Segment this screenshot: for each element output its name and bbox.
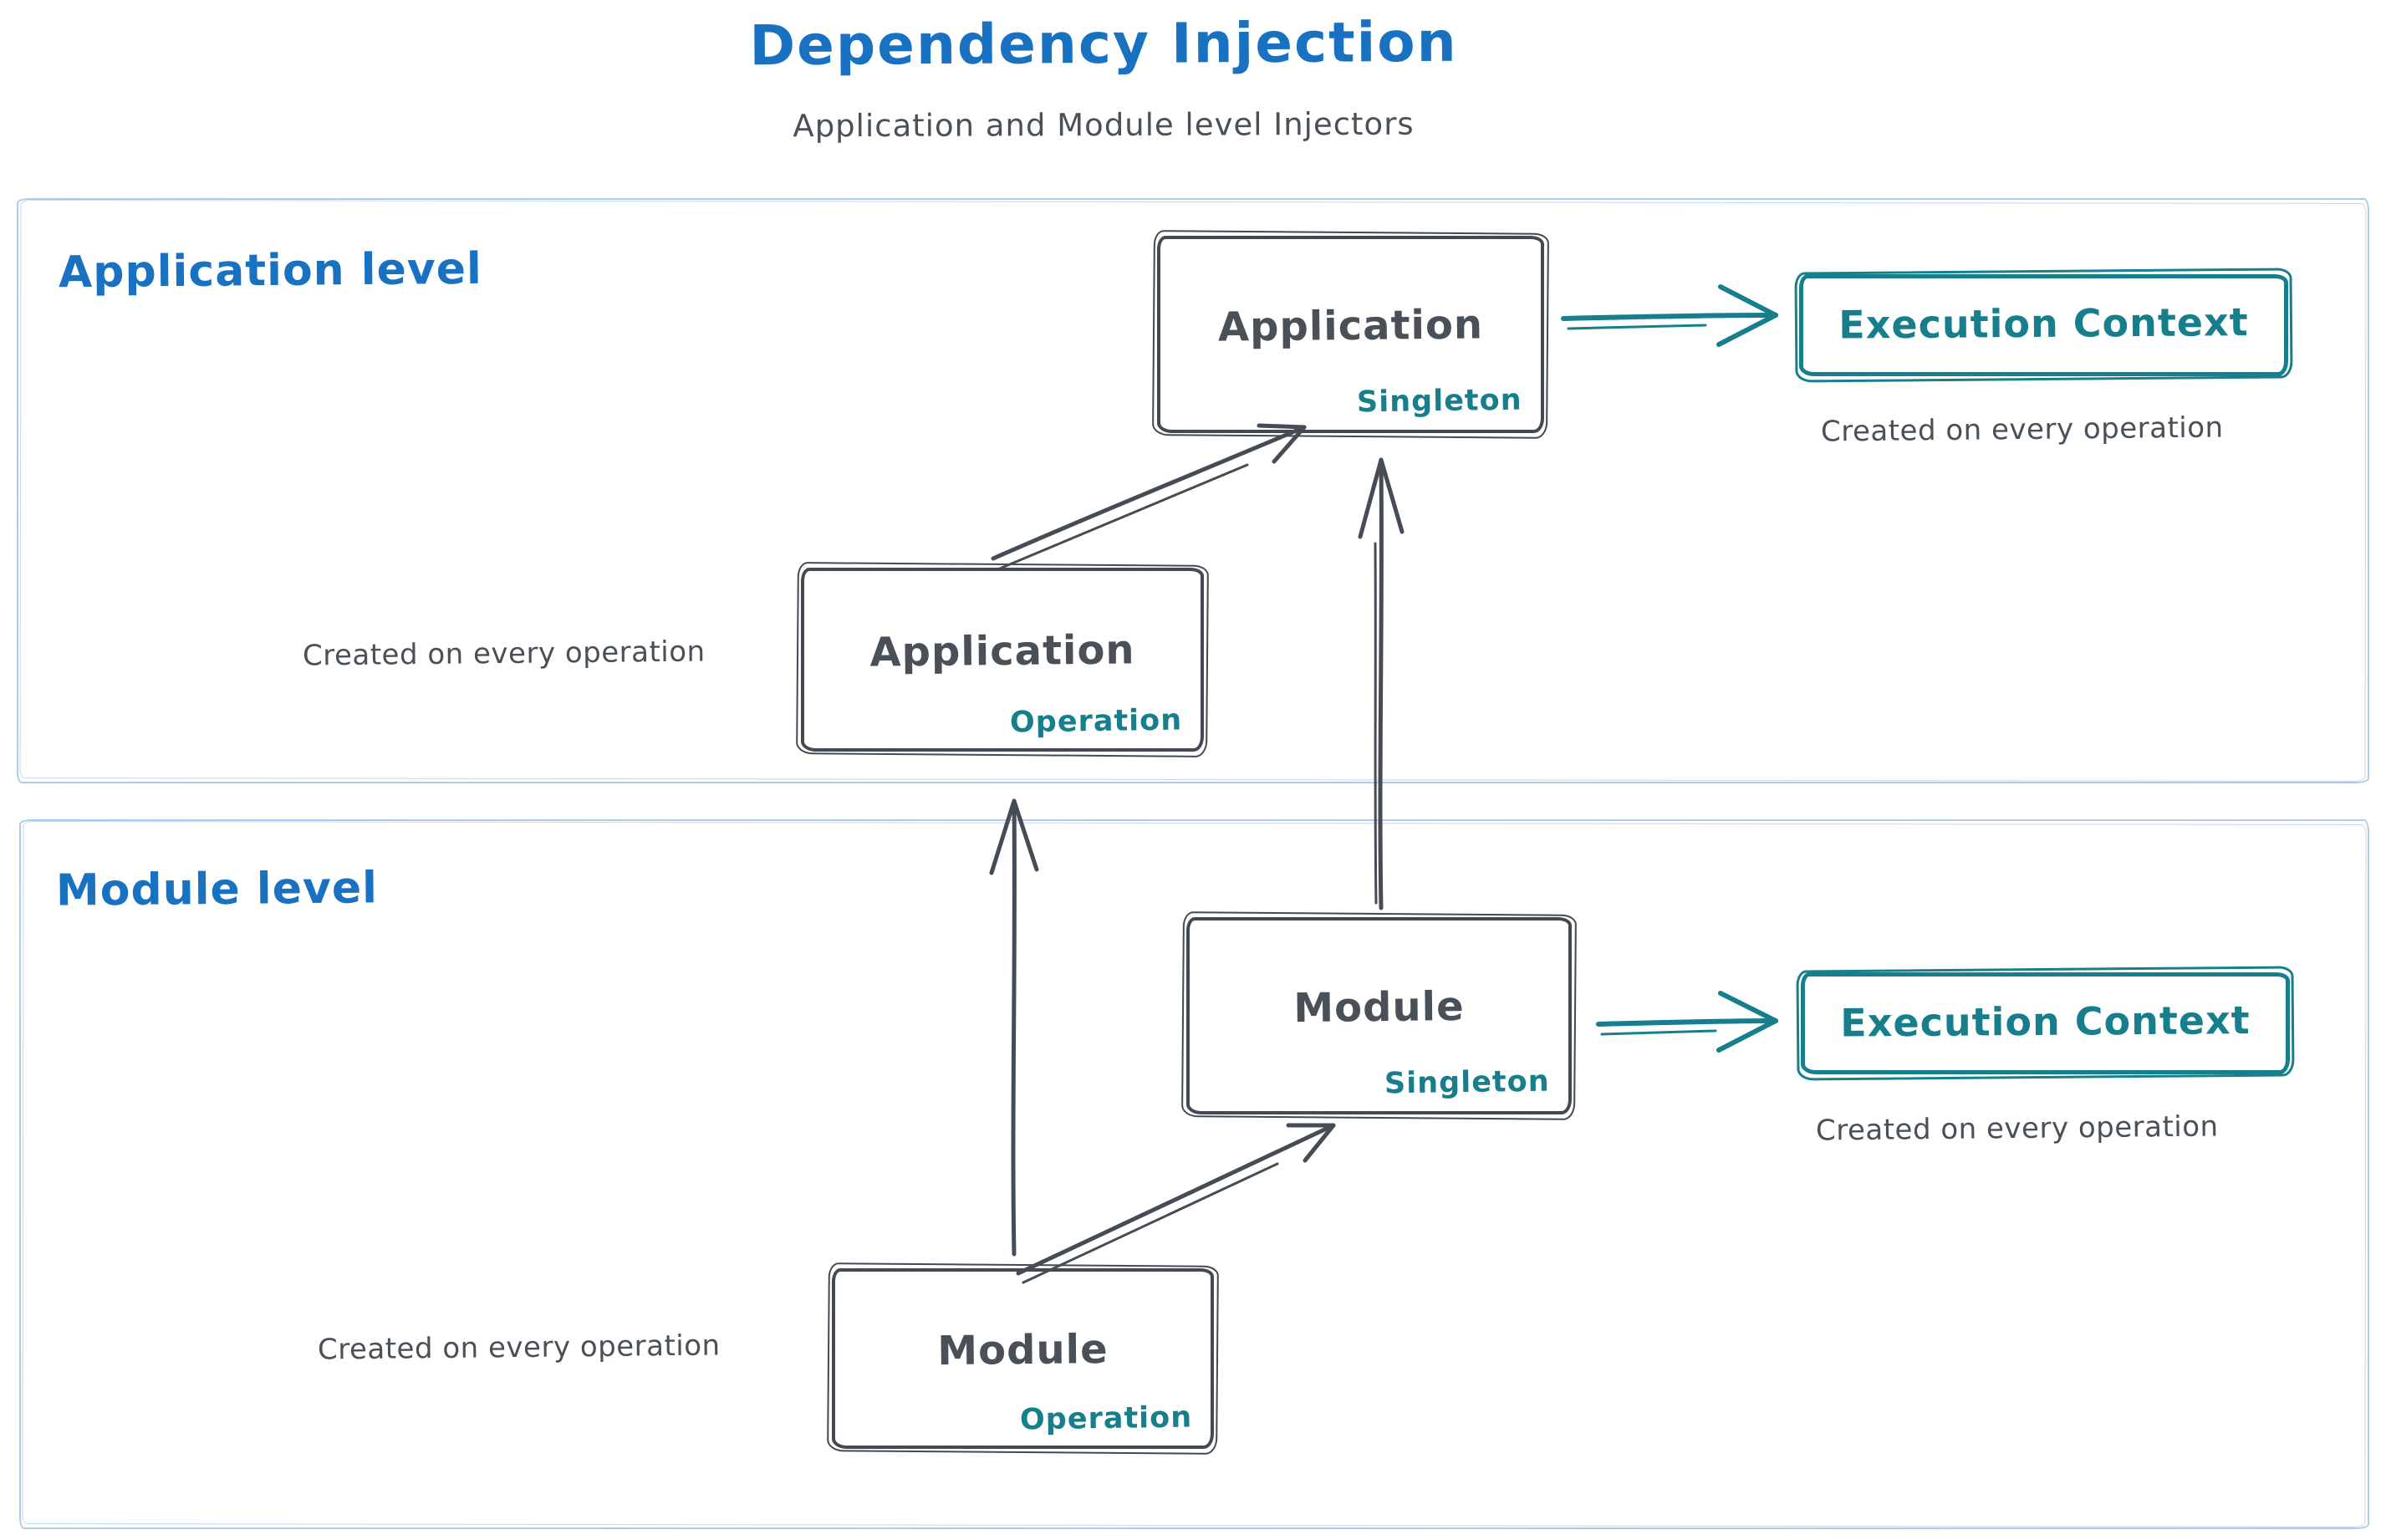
module-operation-box: Module Operation <box>832 1268 1214 1449</box>
box-scope-tag: Singleton <box>1357 383 1523 420</box>
execution-context-box-application: Execution Context <box>1799 274 2288 376</box>
execution-context-box-module: Execution Context <box>1801 972 2290 1074</box>
application-level-label: Application level <box>58 243 483 298</box>
box-title: Execution Context <box>1838 299 2249 348</box>
module-level-label: Module level <box>55 863 379 916</box>
application-execution-note: Created on every operation <box>1820 410 2224 449</box>
box-title: Execution Context <box>1840 997 2251 1046</box>
box-title: Application <box>1217 301 1484 351</box>
box-scope-tag: Operation <box>1009 703 1183 740</box>
diagram-title: Dependency Injection <box>749 9 1458 79</box>
module-operation-note: Created on every operation <box>317 1328 721 1367</box>
module-execution-note: Created on every operation <box>1815 1109 2219 1148</box>
box-title: Module <box>937 1325 1109 1375</box>
module-singleton-box: Module Singleton <box>1186 917 1572 1114</box>
module-level-container: Module level <box>19 819 2369 1529</box>
box-scope-tag: Operation <box>1019 1400 1193 1437</box>
box-title: Module <box>1293 982 1465 1033</box>
box-scope-tag: Singleton <box>1384 1064 1551 1101</box>
application-singleton-box: Application Singleton <box>1157 236 1544 433</box>
application-operation-note: Created on every operation <box>302 635 706 673</box>
box-title: Application <box>869 626 1135 676</box>
application-level-container: Application level <box>17 198 2369 783</box>
application-operation-box: Application Operation <box>801 568 1204 752</box>
diagram-subtitle: Application and Module level Injectors <box>793 105 1415 145</box>
